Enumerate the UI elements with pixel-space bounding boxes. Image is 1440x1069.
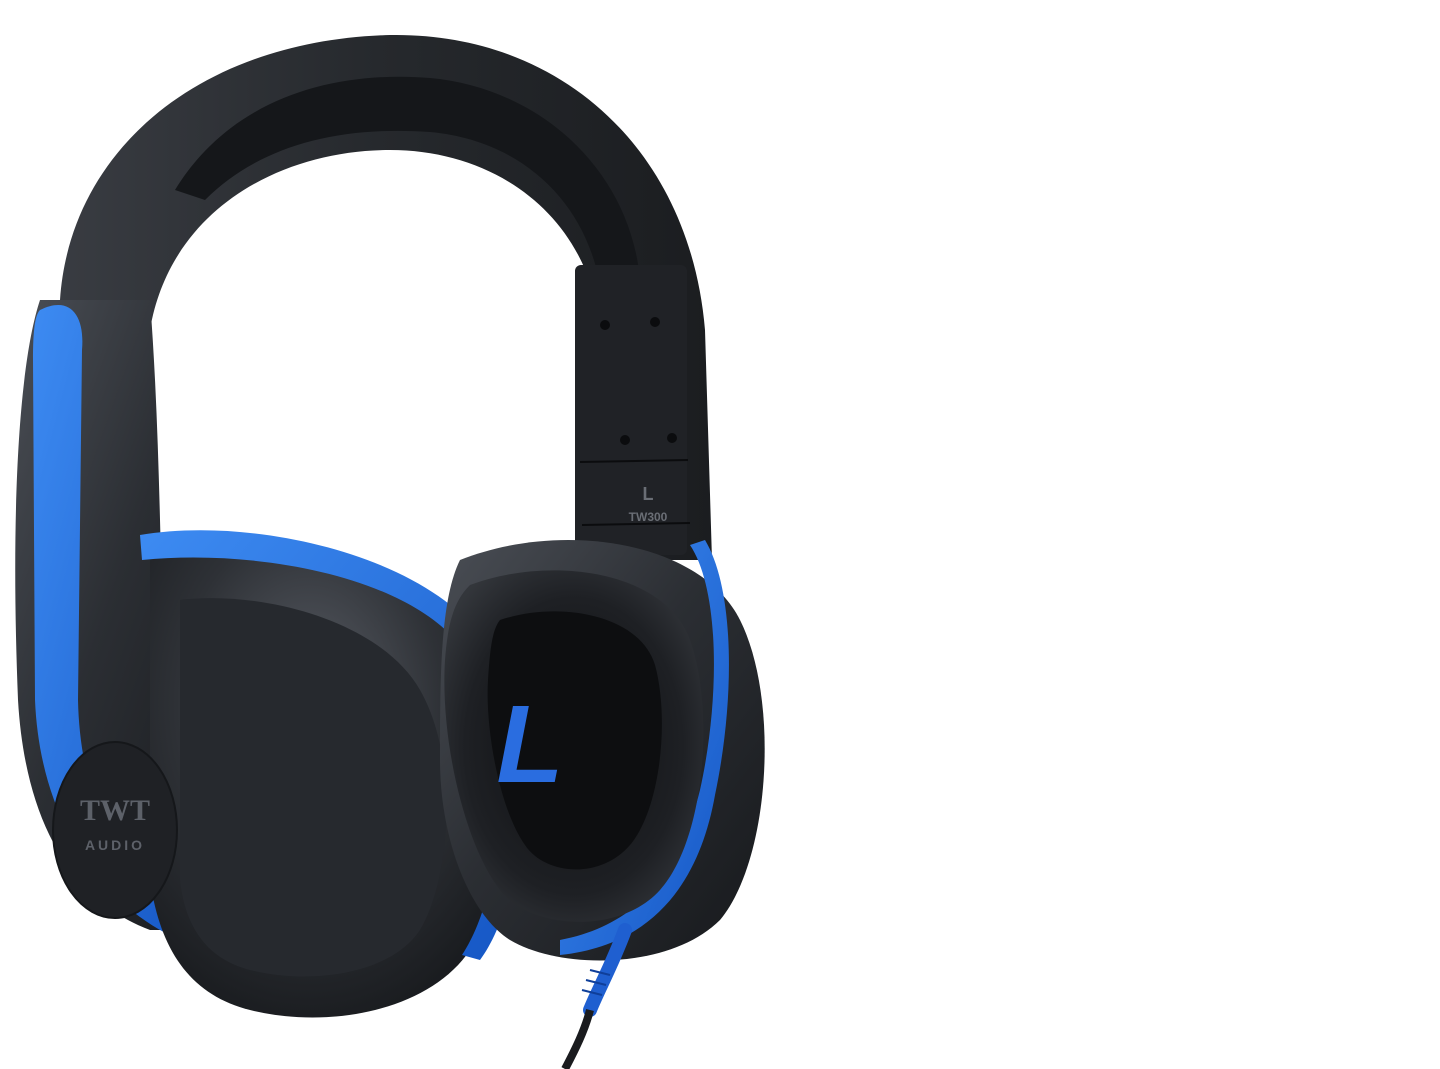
- cable: [561, 923, 632, 1069]
- slider-screws: [600, 317, 677, 445]
- side-marker-cushion: L: [496, 683, 563, 806]
- side-marker-band: L: [643, 484, 654, 504]
- brand-badge: [52, 741, 178, 919]
- left-cup-blue-ring: [140, 530, 522, 960]
- brand-logo-bottom: AUDIO: [85, 837, 145, 853]
- right-cushion-inner: [487, 611, 662, 870]
- brand-logo-top: TWT: [80, 794, 150, 827]
- left-cup-panel: [180, 598, 447, 977]
- right-cup-blue-ring: [560, 540, 729, 955]
- headband-slider: [575, 265, 687, 555]
- headband-padding: [175, 76, 640, 286]
- model-label: TW300: [629, 510, 668, 524]
